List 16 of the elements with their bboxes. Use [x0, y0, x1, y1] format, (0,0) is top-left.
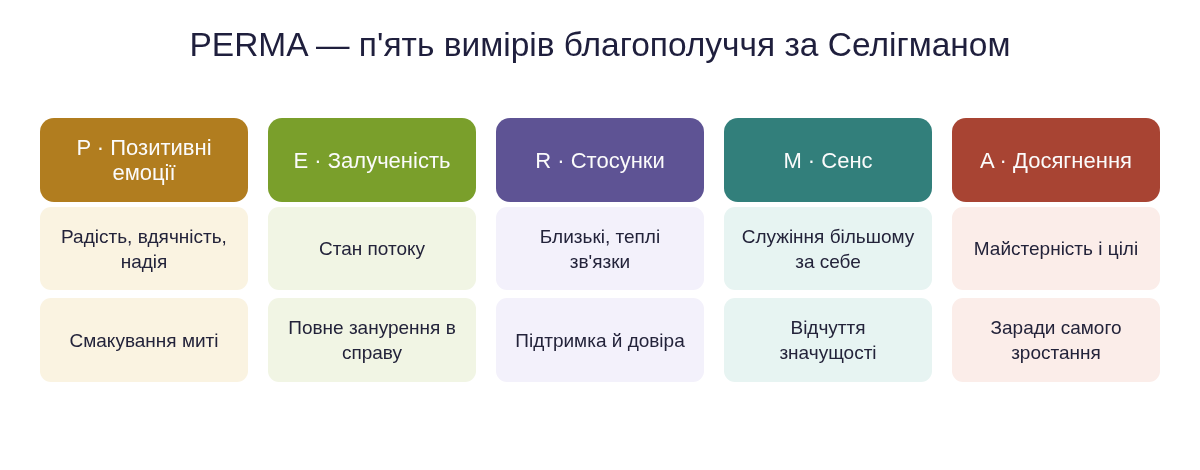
trait-card: Підтримка й довіра	[496, 298, 704, 382]
trait-card: Заради самого зростання	[952, 298, 1160, 382]
diagram-title: PERMA — п'ять вимірів благополуччя за Селігманом	[189, 25, 1011, 65]
category-header: R · Стосунки	[496, 118, 704, 202]
trait-card: Відчуття значущості	[724, 298, 932, 382]
trait-card: Повне занурення в справу	[268, 298, 476, 382]
category-header: P · Позитивні емоції	[40, 118, 248, 202]
category-header: E · Залученість	[268, 118, 476, 202]
trait-card: Близькі, теплі зв'язки	[496, 207, 704, 290]
trait-card: Служіння більшому за себе	[724, 207, 932, 290]
category-header: M · Сенс	[724, 118, 932, 202]
trait-card: Стан потоку	[268, 207, 476, 290]
category-header: A · Досягнення	[952, 118, 1160, 202]
trait-card: Майстерність і цілі	[952, 207, 1160, 290]
trait-card: Смакування миті	[40, 298, 248, 382]
trait-card: Радість, вдячність, надія	[40, 207, 248, 290]
